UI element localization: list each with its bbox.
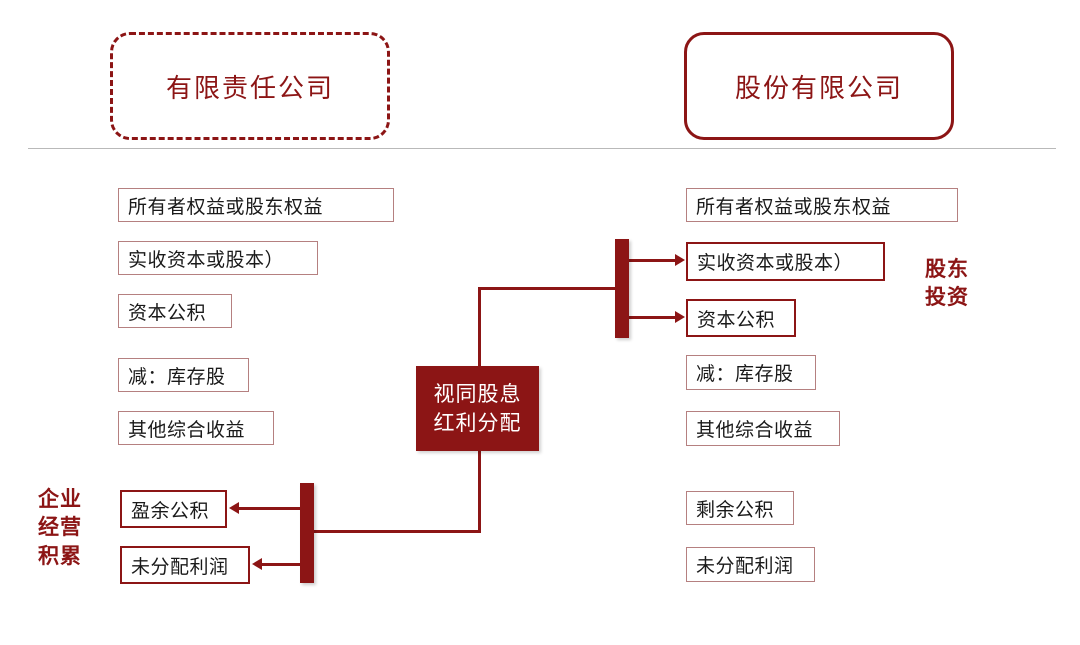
left-item-label-2: 资本公积	[128, 302, 207, 324]
arrow-line-to-surplus-reserve	[239, 507, 301, 510]
arrow-line-to-undistributed-profit	[262, 563, 302, 566]
left-group-label-business-accumulation: 企业 经营 积累	[38, 485, 82, 570]
right-item-undistributed-profit: 未分配利润	[686, 547, 815, 582]
left-item-label-4: 其他综合收益	[128, 419, 246, 441]
connector-bottom-horizontal	[303, 530, 481, 533]
left-item-capital-reserve: 资本公积	[118, 294, 232, 328]
right-item-paid-in-capital: 实收资本或股本）	[686, 242, 885, 281]
left-distribution-bar	[300, 483, 314, 583]
arrow-line-to-paid-in-capital	[629, 259, 677, 262]
left-item-paid-in-capital: 实收资本或股本）	[118, 241, 318, 275]
arrow-head-to-capital-reserve	[675, 311, 685, 323]
left-group-label-line-2: 经营	[38, 515, 82, 540]
header-divider	[28, 148, 1056, 149]
left-item-undistributed-profit: 未分配利润	[120, 546, 250, 584]
center-node-deemed-dividend: 视同股息 红利分配	[416, 366, 539, 451]
left-item-label-0: 所有者权益或股东权益	[128, 196, 324, 218]
right-item-label-0: 所有者权益或股东权益	[696, 196, 892, 218]
arrow-head-to-paid-in-capital	[675, 254, 685, 266]
header-capsule-joint-stock-company: 股份有限公司	[684, 32, 954, 140]
arrow-line-to-capital-reserve	[629, 316, 677, 319]
right-item-label-3: 减：库存股	[696, 364, 794, 385]
right-item-remaining-reserve: 剩余公积	[686, 491, 794, 525]
right-item-label-2: 资本公积	[697, 309, 776, 331]
arrow-head-to-surplus-reserve	[229, 502, 239, 514]
right-group-label-shareholder-investment: 股东 投资	[925, 255, 969, 312]
left-item-label-1: 实收资本或股本）	[128, 249, 285, 271]
left-item-owners-equity: 所有者权益或股东权益	[118, 188, 394, 222]
right-item-label-5: 剩余公积	[696, 499, 775, 521]
right-item-capital-reserve: 资本公积	[686, 299, 796, 337]
left-item-label-6: 未分配利润	[131, 556, 229, 578]
right-item-owners-equity: 所有者权益或股东权益	[686, 188, 958, 222]
left-item-other-comprehensive-income: 其他综合收益	[118, 411, 274, 445]
right-item-less-treasury-stock: 减：库存股	[686, 355, 816, 390]
header-label-left: 有限责任公司	[165, 73, 334, 104]
header-capsule-limited-liability-company: 有限责任公司	[110, 32, 390, 140]
left-item-label-5: 盈余公积	[131, 500, 210, 522]
left-item-less-treasury-stock: 减：库存股	[118, 358, 249, 392]
right-group-label-line-2: 投资	[925, 285, 969, 310]
left-item-surplus-reserve: 盈余公积	[120, 490, 227, 528]
left-item-label-3: 减：库存股	[128, 366, 226, 388]
right-item-label-6: 未分配利润	[696, 556, 794, 577]
right-item-label-4: 其他综合收益	[696, 420, 814, 441]
center-node-line-1: 视同股息	[433, 382, 522, 407]
arrow-head-to-undistributed-profit	[252, 558, 262, 570]
right-item-label-1: 实收资本或股本）	[697, 253, 854, 274]
left-group-label-line-1: 企业	[38, 487, 82, 511]
center-node-line-2: 红利分配	[433, 410, 522, 435]
right-group-label-line-1: 股东	[925, 257, 969, 281]
right-distribution-bar	[615, 239, 629, 338]
right-item-other-comprehensive-income: 其他综合收益	[686, 411, 840, 446]
header-label-right: 股份有限公司	[734, 73, 903, 104]
left-group-label-line-3: 积累	[38, 543, 82, 568]
connector-top-horizontal	[478, 287, 620, 290]
